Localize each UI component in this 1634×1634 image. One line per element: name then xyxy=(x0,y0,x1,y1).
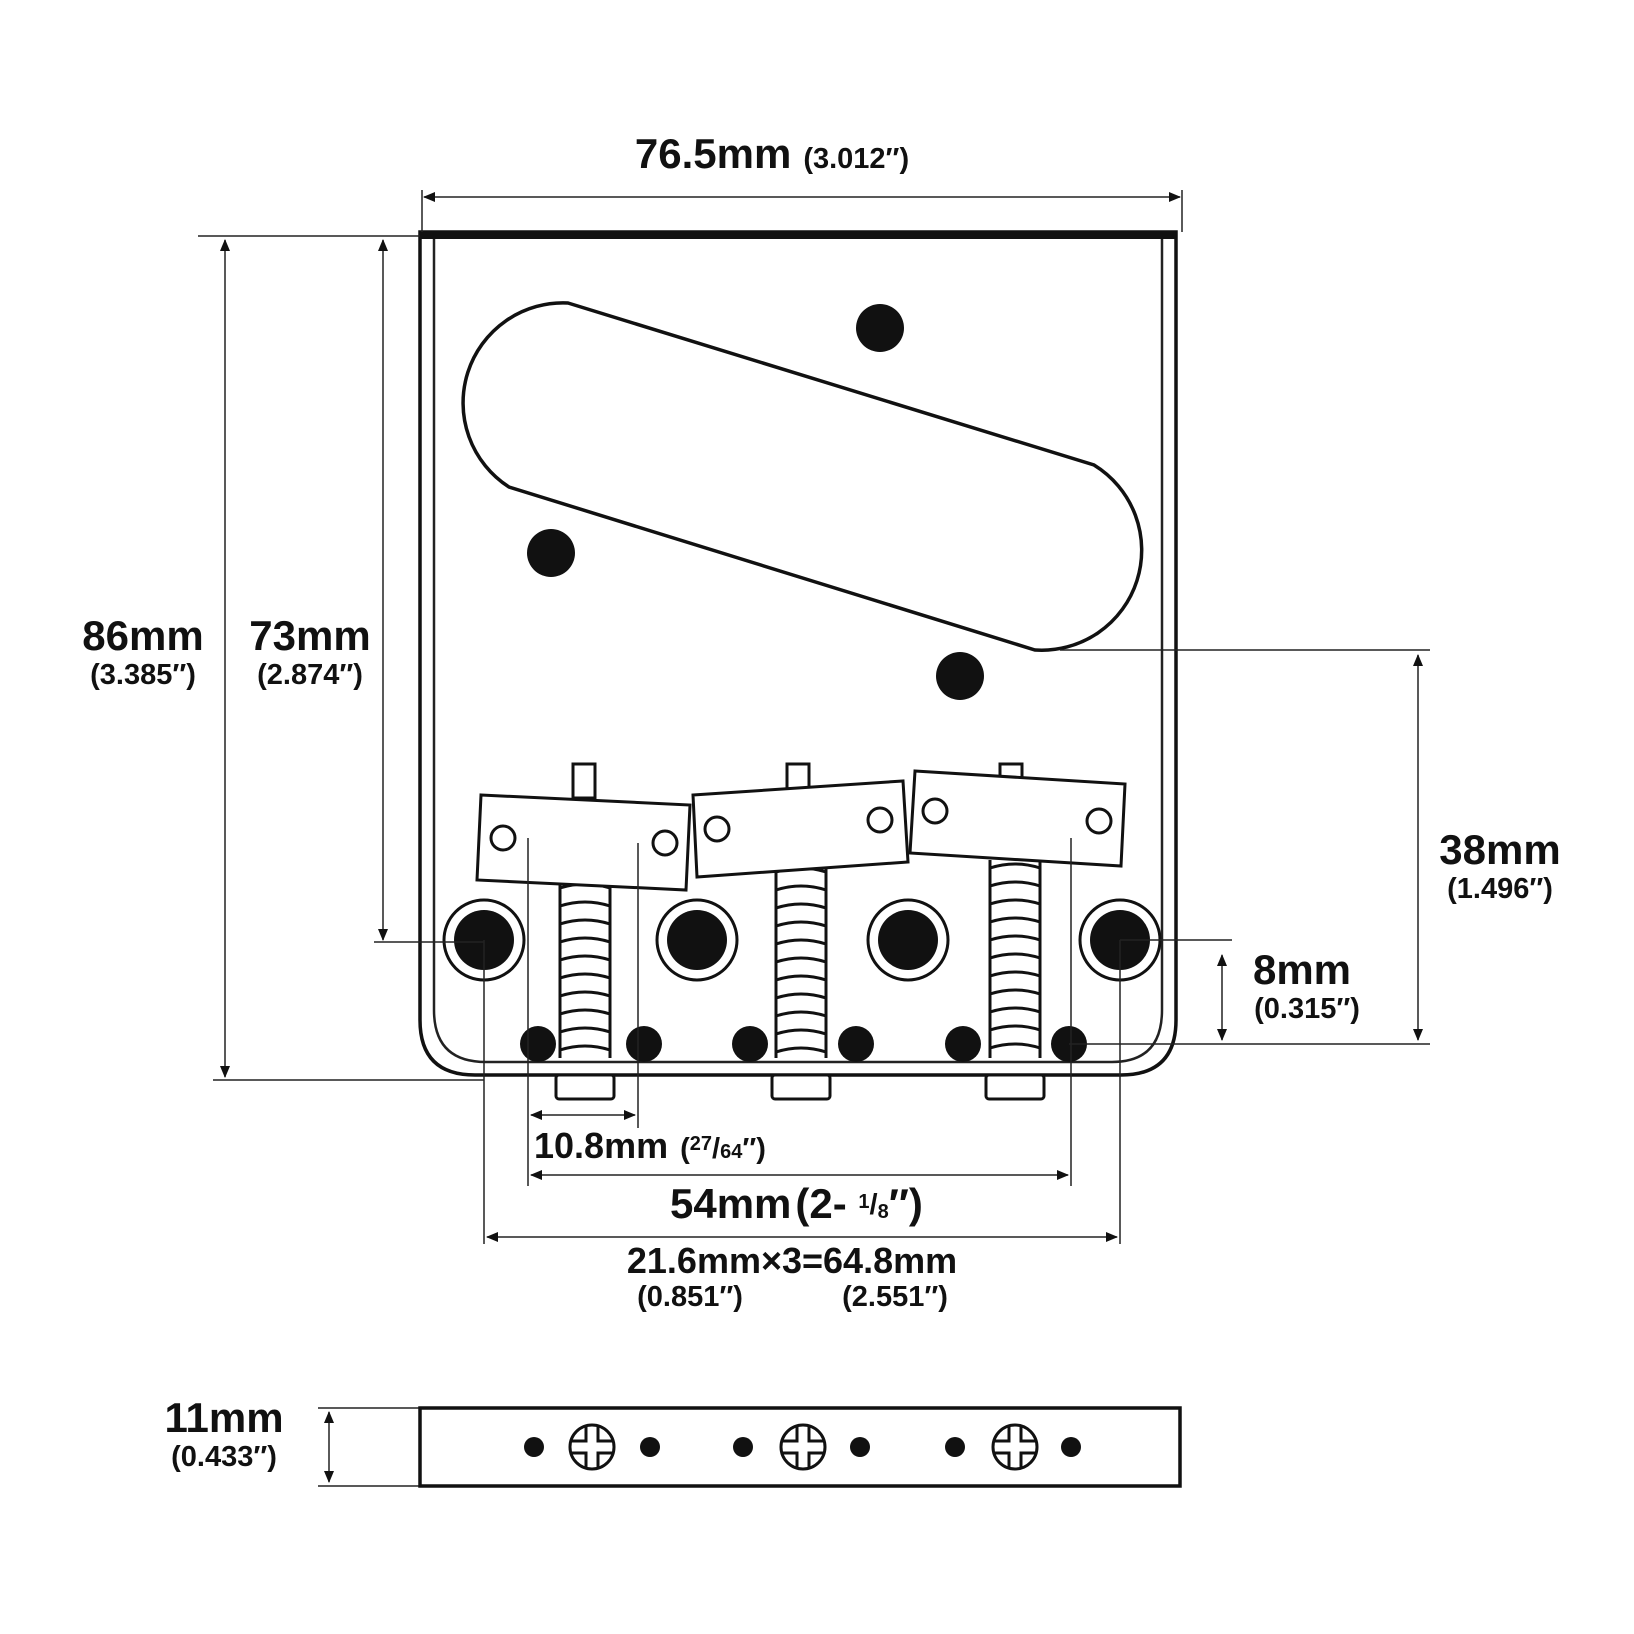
bridge-side-view xyxy=(418,1406,1182,1488)
hole-offset-inch: (0.315″) xyxy=(1254,993,1360,1025)
phillips-screw-icon xyxy=(991,1423,1039,1471)
string-through-holes xyxy=(520,1026,1087,1062)
saddle-1 xyxy=(475,793,692,892)
thickness-mm: 11mm xyxy=(164,1394,283,1441)
height-inner-inch: (2.874″) xyxy=(257,659,363,691)
thickness-inch: (0.433″) xyxy=(171,1441,277,1473)
width-label: 76.5mm (3.012″) xyxy=(635,130,909,177)
mount-spacing-inch-b: (2.551″) xyxy=(842,1281,948,1313)
mount-spacing-mm: 21.6mm×3=64.8mm xyxy=(627,1240,957,1281)
height-total-inch: (3.385″) xyxy=(90,659,196,691)
height-total-mm: 86mm xyxy=(82,612,203,659)
saddle-screw-head xyxy=(571,762,597,800)
saddle-spring-1 xyxy=(558,880,612,1058)
height-inner-mm: 73mm xyxy=(249,612,370,659)
string-spread-label: 54mm(2- 1/8″) xyxy=(670,1180,923,1227)
hole-offset-mm: 8mm xyxy=(1253,946,1351,993)
saddle-edge-inch: (1.496″) xyxy=(1447,873,1553,905)
bridge-plate-top-view xyxy=(418,230,1178,1101)
saddle-spring-3 xyxy=(988,860,1042,1058)
phillips-screw-icon xyxy=(779,1423,827,1471)
saddle-edge-mm: 38mm xyxy=(1439,826,1560,873)
saddle-spring-2 xyxy=(774,864,828,1058)
mount-spacing-inch-a: (0.851″) xyxy=(637,1281,743,1313)
saddle-2 xyxy=(691,779,910,879)
plate-inner-edge xyxy=(432,238,1164,1064)
pickup-mount-hole xyxy=(856,304,904,352)
dimension-labels: 76.5mm (3.012″) 86mm (3.385″) 73mm (2.87… xyxy=(82,130,1560,1473)
phillips-screw-icon xyxy=(568,1423,616,1471)
saddle-spacing-label: 10.8mm (27/64″) xyxy=(534,1125,766,1166)
saddle-3 xyxy=(908,769,1127,868)
pickup-mount-hole xyxy=(936,652,984,700)
pickup-cavity xyxy=(461,301,1144,652)
dimension-lines xyxy=(198,190,1430,1487)
pickup-mount-hole xyxy=(527,529,575,577)
screw-tab xyxy=(770,1073,832,1101)
screw-tab xyxy=(984,1073,1046,1101)
screw-tab xyxy=(554,1073,616,1101)
